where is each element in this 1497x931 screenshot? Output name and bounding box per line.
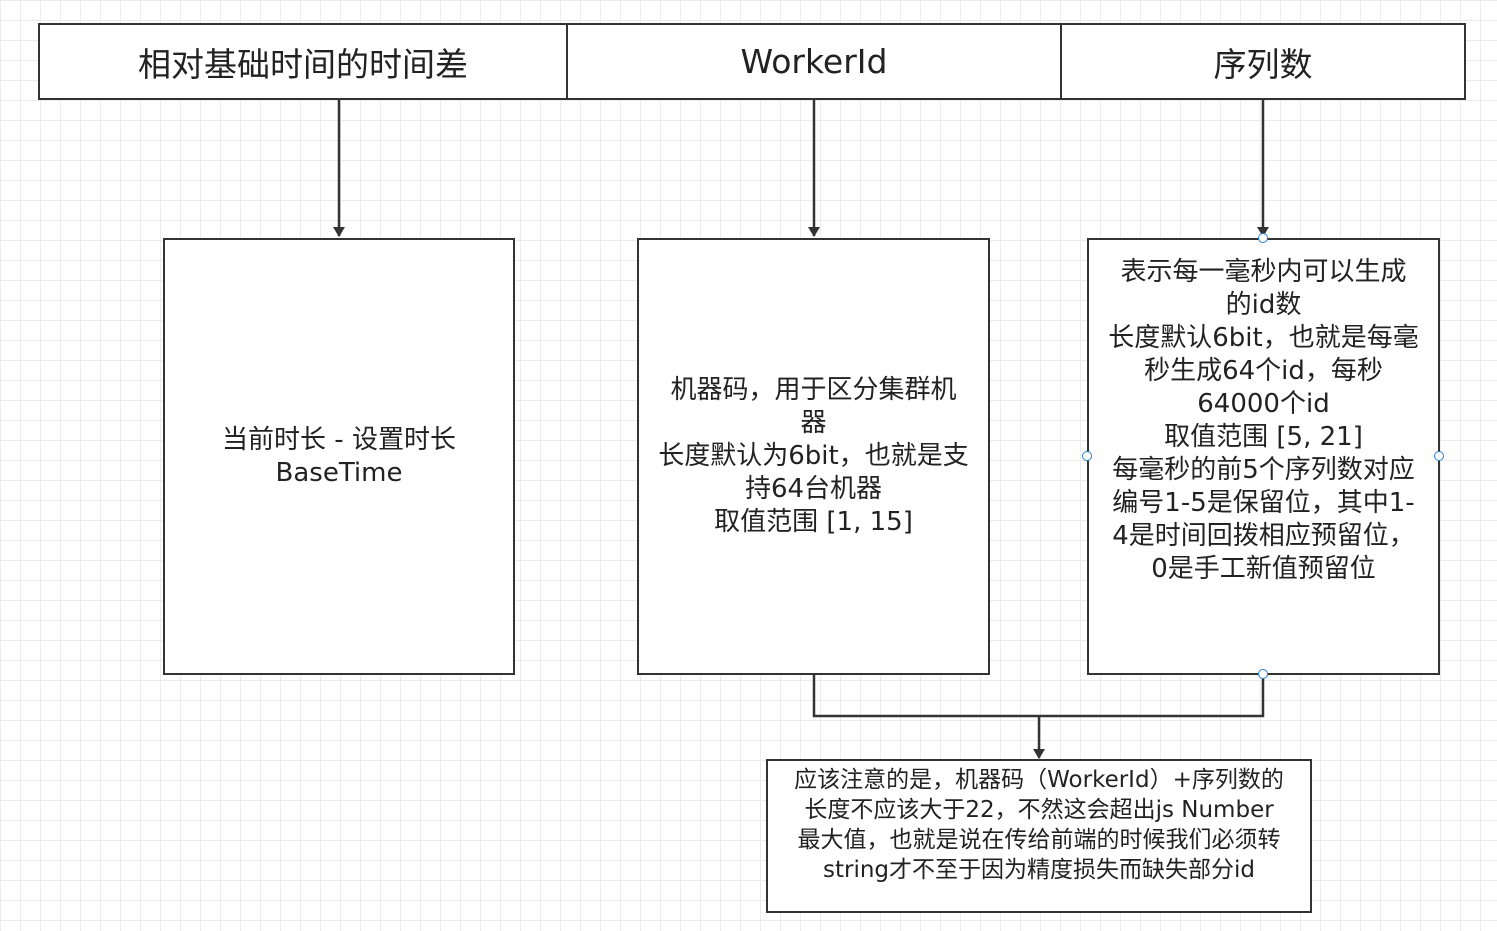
note-line: string才不至于因为精度损失而缺失部分id [822,857,1255,883]
worker-id-line: 长度默认为6bit，也就是支 [658,441,969,471]
connector-sequence-to-note [1039,674,1265,718]
sequence-line: 秒生成64个id，每秒 [1144,356,1383,386]
time-diff-box[interactable]: 当前时长 - 设置时长 BaseTime [163,238,515,675]
sequence-line: 64000个id [1197,389,1330,419]
note-text: 应该注意的是，机器码（WorkerId）+序列数的 长度不应该大于22，不然这会… [794,765,1284,885]
resize-handle-left[interactable] [1082,451,1092,461]
worker-id-box[interactable]: 机器码，用于区分集群机 器 长度默认为6bit，也就是支 持64台机器 取值范围… [637,238,990,675]
resize-handle-top[interactable] [1258,233,1268,243]
sequence-text: 表示每一毫秒内可以生成 的id数 长度默认6bit，也就是每毫 秒生成64个id… [1108,256,1418,586]
header-sequence-label: 序列数 [1213,44,1313,84]
time-diff-line: BaseTime [275,457,403,488]
sequence-line: 表示每一毫秒内可以生成 [1120,257,1407,287]
header-time-diff[interactable]: 相对基础时间的时间差 [38,23,568,100]
connector-worker-to-note [812,674,1039,718]
time-diff-line: 当前时长 - 设置时长 [222,424,456,455]
sequence-line: 4是时间回拨相应预留位， [1112,521,1415,551]
worker-id-text: 机器码，用于区分集群机 器 长度默认为6bit，也就是支 持64台机器 取值范围… [658,374,968,539]
sequence-line: 0是手工新值预留位 [1151,554,1376,584]
sequence-line: 每毫秒的前5个序列数对应 [1112,455,1415,485]
worker-id-line: 器 [800,408,827,438]
note-box[interactable]: 应该注意的是，机器码（WorkerId）+序列数的 长度不应该大于22，不然这会… [766,759,1312,913]
header-time-diff-label: 相对基础时间的时间差 [138,44,468,84]
worker-id-line: 持64台机器 [744,474,883,504]
note-line: 应该注意的是，机器码（WorkerId）+序列数的 [794,767,1284,793]
resize-handle-right[interactable] [1434,451,1444,461]
sequence-line: 取值范围 [5, 21] [1164,422,1363,452]
time-diff-text: 当前时长 - 设置时长 BaseTime [222,424,456,490]
sequence-box[interactable]: 表示每一毫秒内可以生成 的id数 长度默认6bit，也就是每毫 秒生成64个id… [1087,238,1440,675]
header-worker-id[interactable]: WorkerId [566,23,1062,100]
sequence-line: 的id数 [1225,290,1302,320]
worker-id-line: 取值范围 [1, 15] [714,507,913,537]
sequence-line: 长度默认6bit，也就是每毫 [1108,323,1419,353]
note-line: 最大值，也就是说在传给前端的时候我们必须转 [797,827,1281,853]
note-line: 长度不应该大于22，不然这会超出js Number [804,797,1274,823]
resize-handle-bottom[interactable] [1258,669,1268,679]
header-sequence[interactable]: 序列数 [1060,23,1466,100]
sequence-line: 编号1-5是保留位，其中1- [1112,488,1415,518]
worker-id-line: 机器码，用于区分集群机 [670,375,957,405]
header-worker-id-label: WorkerId [740,42,888,81]
